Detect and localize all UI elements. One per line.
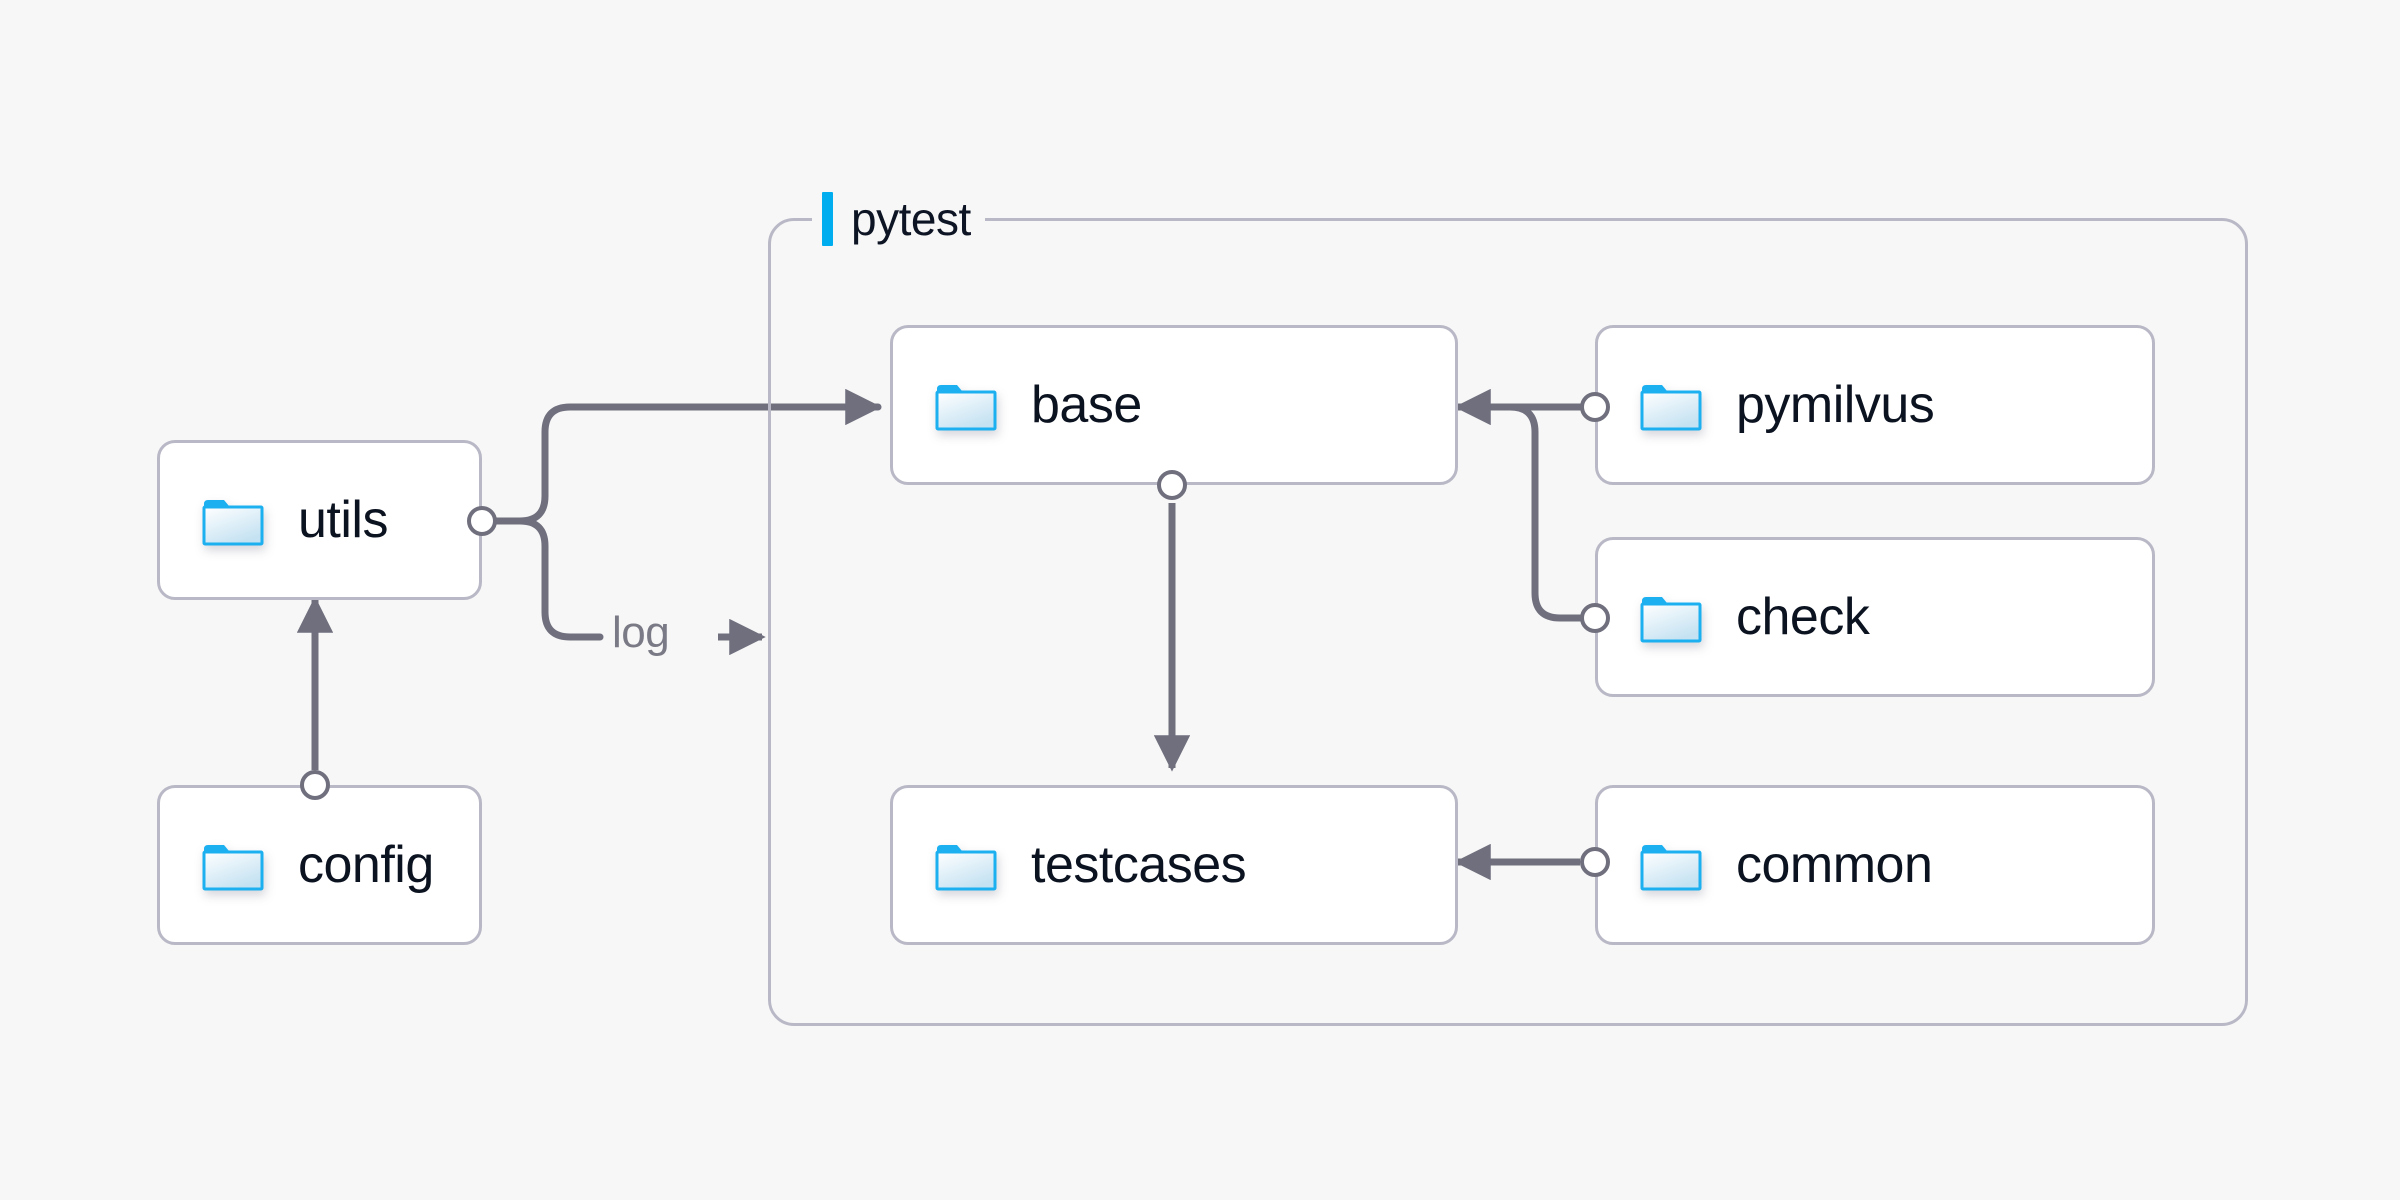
folder-icon bbox=[935, 839, 997, 891]
folder-icon bbox=[202, 494, 264, 546]
port-common-left[interactable] bbox=[1580, 847, 1610, 877]
folder-icon bbox=[202, 839, 264, 891]
folder-icon bbox=[1640, 591, 1702, 643]
port-utils-right[interactable] bbox=[467, 506, 497, 536]
node-config[interactable]: config bbox=[157, 785, 482, 945]
port-base-bottom[interactable] bbox=[1157, 470, 1187, 500]
node-pymilvus-label: pymilvus bbox=[1736, 376, 1935, 434]
folder-icon bbox=[1640, 839, 1702, 891]
group-pytest-label: pytest bbox=[851, 193, 971, 245]
edge-label-log: log bbox=[604, 608, 678, 658]
port-check-left[interactable] bbox=[1580, 603, 1610, 633]
group-pytest-label-wrap: pytest bbox=[812, 188, 985, 250]
port-pymilvus-left[interactable] bbox=[1580, 392, 1610, 422]
node-config-label: config bbox=[298, 836, 434, 894]
group-accent-bar bbox=[822, 192, 833, 246]
node-testcases-label: testcases bbox=[1031, 836, 1247, 894]
node-common[interactable]: common bbox=[1595, 785, 2155, 945]
group-pytest[interactable] bbox=[768, 218, 2248, 1026]
node-base[interactable]: base bbox=[890, 325, 1458, 485]
folder-icon bbox=[935, 379, 997, 431]
node-utils[interactable]: utils bbox=[157, 440, 482, 600]
node-common-label: common bbox=[1736, 836, 1933, 894]
node-check-label: check bbox=[1736, 588, 1870, 646]
node-base-label: base bbox=[1031, 376, 1142, 434]
port-config-top[interactable] bbox=[300, 770, 330, 800]
node-check[interactable]: check bbox=[1595, 537, 2155, 697]
node-utils-label: utils bbox=[298, 491, 388, 549]
folder-icon bbox=[1640, 379, 1702, 431]
node-testcases[interactable]: testcases bbox=[890, 785, 1458, 945]
node-pymilvus[interactable]: pymilvus bbox=[1595, 325, 2155, 485]
